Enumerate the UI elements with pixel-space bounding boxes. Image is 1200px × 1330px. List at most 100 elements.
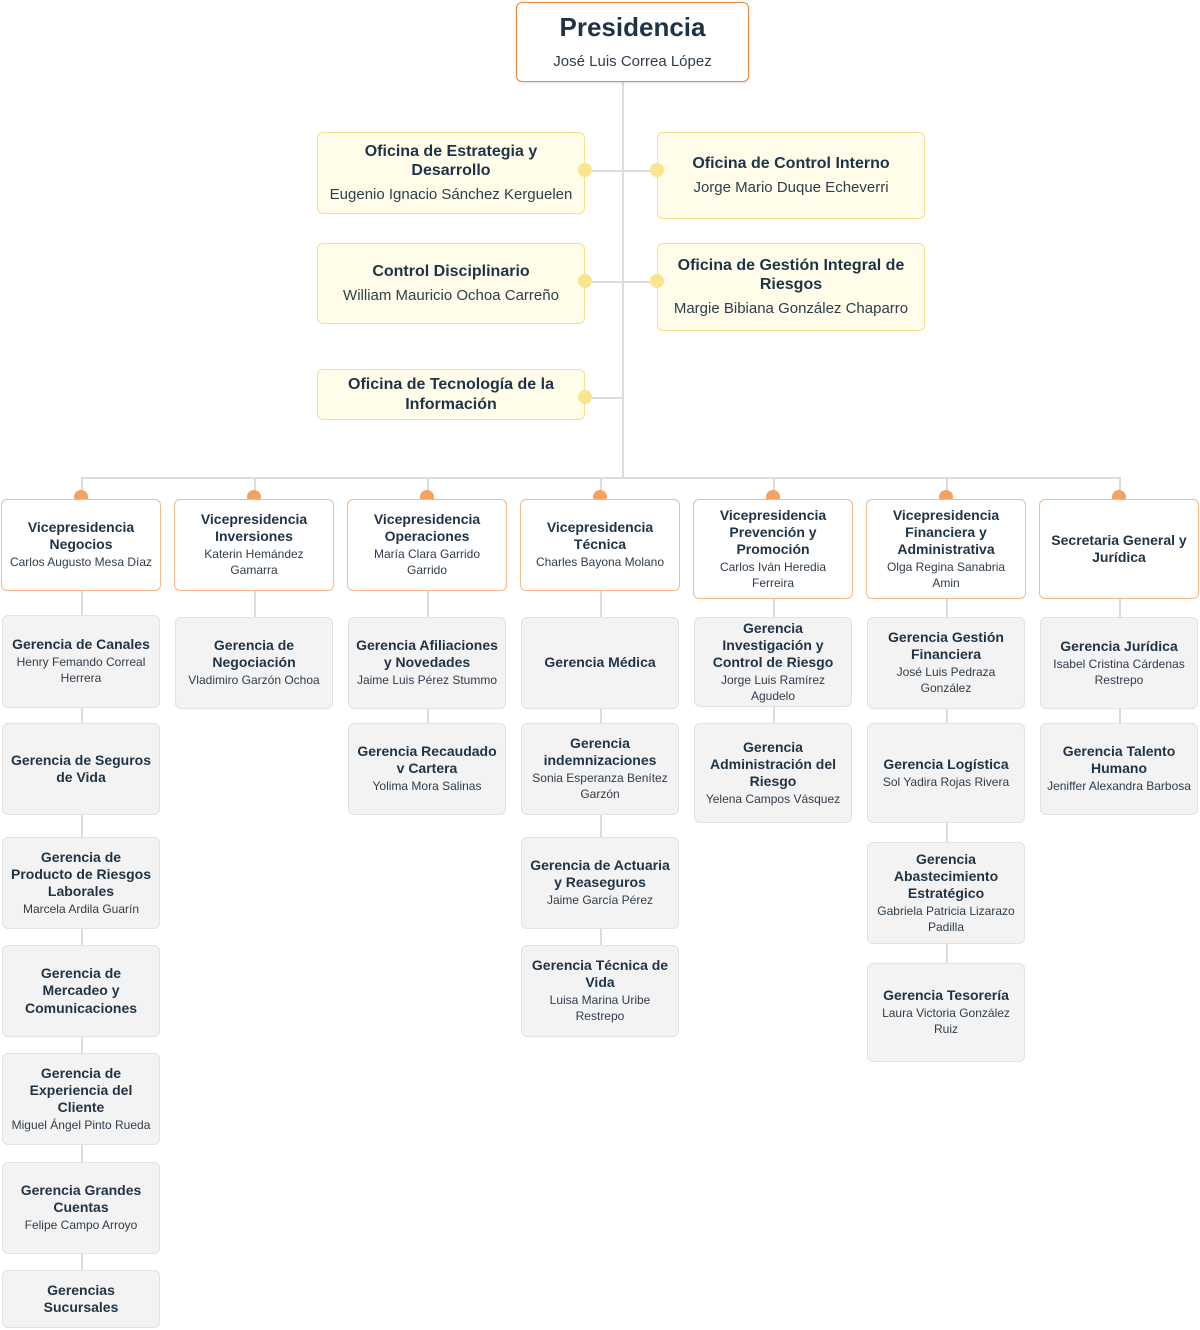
gerencia-box-title: Gerencia de Experiencia del Cliente (29, 1064, 133, 1115)
vp-box-title: Vicepresidencia Inversiones (200, 511, 308, 545)
column-spine (1119, 477, 1121, 733)
vp-box-person: Olga Regina Sanabria Amin (886, 560, 1006, 590)
gerencia-box-person: Marcela Ardila Guarín (22, 901, 140, 916)
vp-box-title: Vicepresidencia Técnica (546, 519, 654, 553)
gerencia-box-title: Gerencia de Producto de Riesgos Laborale… (10, 848, 152, 899)
gerencia-box-title: Gerencia Médica (544, 654, 656, 671)
vp-box-title: Secretaria General y Jurídica (1051, 531, 1187, 565)
gerencia-box-title: Gerencia Administración del Riesgo (709, 738, 837, 789)
vp-box-person: Carlos Iván Heredia Ferreira (719, 560, 827, 590)
gerencia-box-title: Gerencia Tesorería (883, 987, 1009, 1004)
connector-dot (578, 390, 592, 404)
office-box-person: Jorge Mario Duque Echeverri (693, 178, 889, 196)
vp-box-title: Vicepresidencia Negocios (27, 519, 135, 553)
office-box-person: William Mauricio Ochoa Carreño (343, 286, 559, 304)
gerencia-box-person: Jorge Luis Ramírez Agudelo (720, 673, 826, 703)
gerencia-box-person: Yolima Mora Salinas (372, 779, 482, 794)
vp-box-title: Vicepresidencia Prevención y Promoción (719, 506, 827, 557)
gerencia-box-title: Gerencia Jurídica (1060, 637, 1178, 654)
gerencia-box: Gerencia de Mercadeo y Comunicaciones (2, 945, 160, 1037)
gerencia-box-title: Gerencias Sucursales (43, 1281, 119, 1315)
office-box: Oficina de Tecnología de la Información (317, 369, 585, 420)
office-box-title: Oficina de Control Interno (692, 154, 890, 172)
gerencia-box-person: Isabel Cristina Cárdenas Restrepo (1053, 656, 1185, 687)
vp-box-title: Vicepresidencia Financiera y Administrat… (892, 506, 1000, 557)
gerencia-box-title: Gerencia Técnica de Vida (531, 957, 669, 991)
gerencia-box-title: Gerencia Grandes Cuentas (20, 1182, 142, 1216)
connector-dot (578, 274, 592, 288)
office-box-title: Control Disciplinario (372, 262, 530, 280)
gerencia-box: Gerencia Investigación y Control de Ries… (694, 617, 852, 707)
presidencia-box-title: Presidencia (559, 12, 706, 43)
gerencia-box-title: Gerencia Recaudado v Cartera (357, 743, 497, 777)
connector-dot (650, 274, 664, 288)
gerencia-box-person: Felipe Campo Arroyo (24, 1218, 138, 1233)
office-box-person: Eugenio Ignacio Sánchez Kerguelen (329, 185, 573, 203)
office-connector (623, 281, 657, 283)
vp-box-title: Vicepresidencia Operaciones (373, 511, 481, 545)
gerencia-box: Gerencia de Producto de Riesgos Laborale… (2, 837, 160, 929)
gerencia-box-title: Gerencia Afiliaciones y Novedades (356, 637, 498, 671)
gerencia-box-title: Gerencia Investigación y Control de Ries… (712, 619, 834, 670)
gerencia-box-person: Jaime García Pérez (546, 893, 654, 908)
gerencia-box-person: Laura Victoria González Ruiz (882, 1006, 1010, 1037)
connector-dot (650, 163, 664, 177)
vp-box-person: Carlos Augusto Mesa Díaz (9, 555, 153, 570)
office-connector (585, 397, 622, 399)
office-connector (623, 170, 657, 172)
column-spine (773, 477, 775, 733)
vp-box: Secretaria General y Jurídica (1039, 499, 1199, 599)
gerencia-box-person: Sol Yadira Rojas Rivera (882, 774, 1010, 789)
gerencia-box: Gerencia Médica (521, 617, 679, 709)
gerencia-box-title: Gerencia Logística (883, 755, 1009, 772)
vp-box-person: María Clara Garrido Garrido (373, 547, 481, 578)
gerencia-box-title: Gerencia Talento Humano (1062, 743, 1176, 777)
vp-box: Vicepresidencia Financiera y Administrat… (866, 499, 1026, 599)
office-box-title: Oficina de Estrategia y Desarrollo (364, 142, 538, 180)
gerencia-box: Gerencia de Seguros de Vida (2, 723, 160, 815)
gerencia-box-person: Luisa Marina Uribe Restrepo (549, 993, 651, 1024)
gerencia-box-title: Gerencia indemnizaciones (543, 735, 657, 769)
gerencia-box-person: Vladimiro Garzón Ochoa (188, 673, 320, 688)
gerencia-box-person: Miguel Ángel Pinto Rueda (11, 1117, 151, 1132)
gerencia-box-title: Gerencia de Actuaria y Reaseguros (530, 857, 670, 891)
office-box-title: Oficina de Tecnología de la Información (348, 375, 554, 413)
gerencia-box-title: Gerencia de Mercadeo y Comunicaciones (24, 965, 138, 1016)
gerencia-box-person: Sonia Esperanza Benítez Garzón (532, 771, 668, 802)
gerencia-box-person: José Luis Pedraza González (896, 665, 996, 696)
vp-box-person: Katerin Hemández Gamarra (204, 547, 304, 578)
gerencia-box-person: Yelena Campos Vásquez (705, 791, 841, 806)
gerencia-box-person: Jaime Luis Pérez Stummo (356, 673, 498, 688)
column-spine (427, 477, 429, 733)
gerencia-box-title: Gerencia Abastecimiento Estratégico (893, 850, 999, 901)
gerencia-box-title: Gerencia de Seguros de Vida (10, 751, 152, 785)
office-connector (585, 281, 622, 283)
presidencia-box-person: José Luis Correa López (553, 53, 712, 71)
gerencia-box-person: Jeniffer Alexandra Barbosa (1047, 779, 1191, 794)
gerencia-box-person: Henry Femando Correal Herrera (16, 655, 146, 686)
